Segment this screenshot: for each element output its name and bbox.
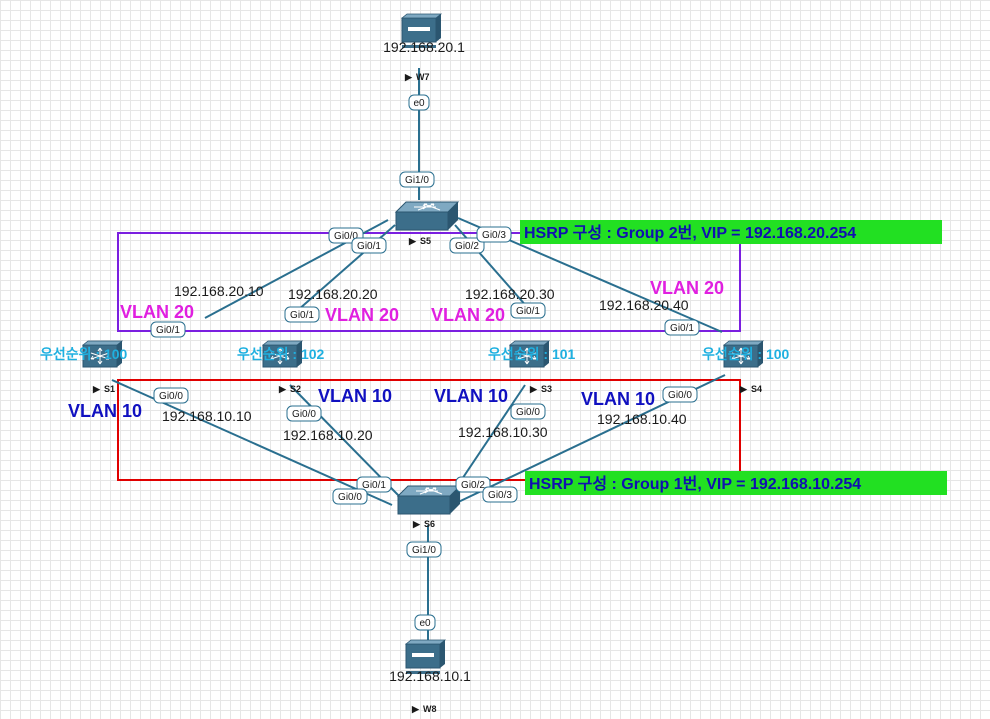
s2-name: S2 <box>290 384 301 394</box>
s5-name: S5 <box>420 236 431 246</box>
port-s5-gi0-2: Gi0/2 <box>449 237 485 254</box>
hsrp-group1-box <box>117 379 741 481</box>
s3-vlan10-label: VLAN 10 <box>434 386 508 406</box>
s2-ip20: 192.168.20.20 <box>288 286 378 302</box>
hsrp-group2-label-bg <box>520 220 942 244</box>
port-s1-gi0-0: Gi0/0 <box>153 387 189 404</box>
svg-text:Gi0/0: Gi0/0 <box>338 492 362 503</box>
port-s1-gi0-1: Gi0/1 <box>150 321 186 338</box>
port-s6-gi1-0: Gi1/0 <box>406 541 442 558</box>
svg-text:Gi0/1: Gi0/1 <box>156 325 180 336</box>
s3-ip20: 192.168.20.30 <box>465 286 555 302</box>
port-w8-e0: e0 <box>414 614 436 631</box>
s6-play-icon: ▶ <box>412 519 421 529</box>
s3-priority: 우선순위 : 101 <box>488 346 576 362</box>
svg-text:e0: e0 <box>419 618 431 629</box>
s2-ip10: 192.168.10.20 <box>283 427 373 443</box>
s2-play-icon: ▶ <box>278 384 287 394</box>
w7-name: W7 <box>416 72 430 82</box>
s2-vlan10-label: VLAN 10 <box>318 386 392 406</box>
s2-vlan20-label: VLAN 20 <box>325 305 399 325</box>
port-s5-gi1-0: Gi1/0 <box>399 171 435 188</box>
hsrp-group2-box <box>117 232 741 332</box>
port-s2-gi0-1: Gi0/1 <box>284 306 320 323</box>
s4-vlan10-label: VLAN 10 <box>581 389 655 409</box>
w7-play-icon: ▶ <box>404 72 413 82</box>
svg-text:e0: e0 <box>413 98 425 109</box>
s1-vlan20-label: VLAN 20 <box>120 302 194 322</box>
port-s4-gi0-0: Gi0/0 <box>662 386 698 403</box>
svg-text:Gi1/0: Gi1/0 <box>412 545 436 556</box>
s6-name: S6 <box>424 519 435 529</box>
port-s6-gi0-2: Gi0/2 <box>455 476 491 493</box>
s1-vlan10-label: VLAN 10 <box>68 401 142 421</box>
svg-text:Gi0/1: Gi0/1 <box>290 310 314 321</box>
svg-text:Gi1/0: Gi1/0 <box>405 175 429 186</box>
hsrp-group1-label: HSRP 구성 : Group 1번, VIP = 192.168.10.254 <box>529 475 861 493</box>
svg-text:Gi0/0: Gi0/0 <box>292 409 316 420</box>
port-s5-gi0-1: Gi0/1 <box>351 237 387 254</box>
hsrp-group2-label: HSRP 구성 : Group 2번, VIP = 192.168.20.254 <box>524 224 856 242</box>
svg-text:Gi0/0: Gi0/0 <box>668 390 692 401</box>
switch-icon <box>397 485 461 515</box>
svg-text:Gi0/1: Gi0/1 <box>670 323 694 334</box>
w8-ip: 192.168.10.1 <box>389 668 471 684</box>
s3-ip10: 192.168.10.30 <box>458 424 548 440</box>
port-s2-gi0-0: Gi0/0 <box>286 405 322 422</box>
links <box>111 68 726 650</box>
s3-vlan20-label: VLAN 20 <box>431 305 505 325</box>
s4-ip10: 192.168.10.40 <box>597 411 687 427</box>
s4-play-icon: ▶ <box>739 384 748 394</box>
port-s4-gi0-1: Gi0/1 <box>664 319 700 336</box>
s4-vlan20-label: VLAN 20 <box>650 278 724 298</box>
s4-ip20: 192.168.20.40 <box>599 297 689 313</box>
switch-s6[interactable] <box>397 485 461 515</box>
port-s6-gi0-3: Gi0/3 <box>482 486 518 503</box>
s1-ip10: 192.168.10.10 <box>162 408 252 424</box>
svg-text:Gi0/1: Gi0/1 <box>357 241 381 252</box>
s4-name: S4 <box>751 384 762 394</box>
switch-s5[interactable] <box>395 201 459 231</box>
s5-play-icon: ▶ <box>408 236 417 246</box>
w7-ip: 192.168.20.1 <box>383 39 465 55</box>
port-s6-gi0-0: Gi0/0 <box>332 488 368 505</box>
s1-ip20: 192.168.20.10 <box>174 283 264 299</box>
hsrp-group1-label-bg <box>525 471 947 495</box>
svg-text:Gi0/1: Gi0/1 <box>362 480 386 491</box>
svg-text:Gi0/3: Gi0/3 <box>482 230 506 241</box>
port-s6-gi0-1: Gi0/1 <box>356 476 392 493</box>
s1-priority: 우선순위 : 100 <box>40 346 128 362</box>
s1-name: S1 <box>104 384 115 394</box>
switch-icon <box>395 201 459 231</box>
s2-priority: 우선순위 : 102 <box>237 346 325 362</box>
svg-text:Gi0/1: Gi0/1 <box>516 306 540 317</box>
port-labels: e0 Gi1/0 Gi0/0 Gi0/1 Gi0/2 Gi0/3 Gi0/1 G… <box>150 94 700 631</box>
port-s3-gi0-0: Gi0/0 <box>510 403 546 420</box>
svg-text:Gi0/2: Gi0/2 <box>461 480 485 491</box>
port-s5-gi0-3: Gi0/3 <box>476 226 512 243</box>
svg-text:Gi0/3: Gi0/3 <box>488 490 512 501</box>
s1-play-icon: ▶ <box>92 384 101 394</box>
port-w7-e0: e0 <box>408 94 430 111</box>
svg-text:Gi0/2: Gi0/2 <box>455 241 479 252</box>
s3-play-icon: ▶ <box>529 384 538 394</box>
port-s3-gi0-1: Gi0/1 <box>510 302 546 319</box>
w8-play-icon: ▶ <box>411 704 420 714</box>
svg-text:Gi0/0: Gi0/0 <box>516 407 540 418</box>
w8-name: W8 <box>423 704 437 714</box>
svg-text:Gi0/0: Gi0/0 <box>159 391 183 402</box>
s4-priority: 우선순위 : 100 <box>702 346 790 362</box>
s3-name: S3 <box>541 384 552 394</box>
svg-text:Gi0/0: Gi0/0 <box>334 231 358 242</box>
